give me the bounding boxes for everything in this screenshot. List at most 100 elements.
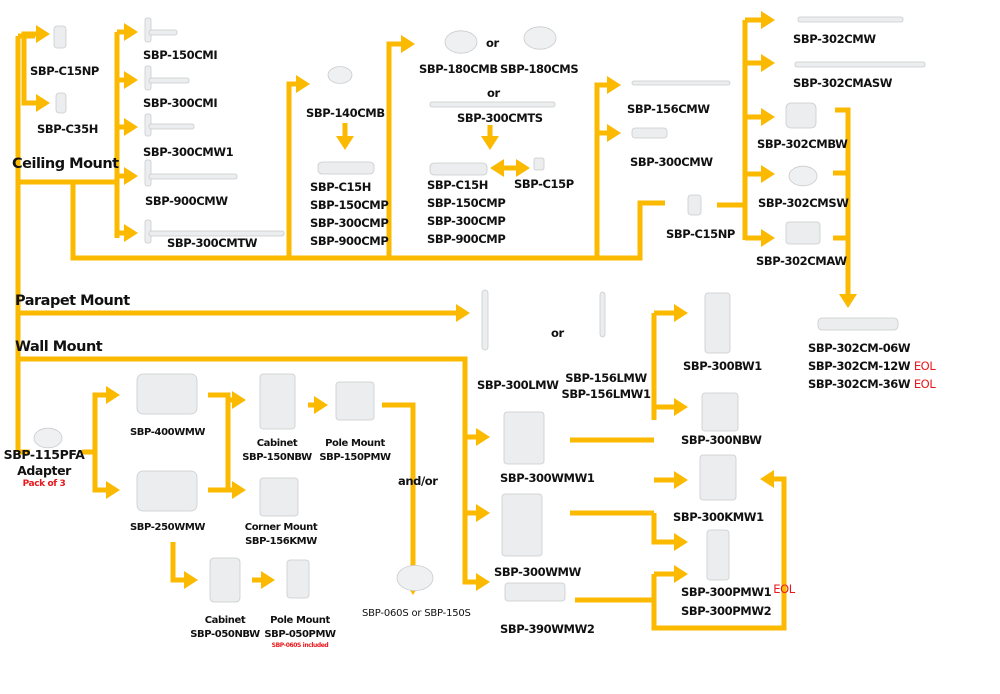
arrowhead-icon (674, 304, 688, 322)
label-sbp-302cmw: SBP-302CMW (793, 32, 876, 46)
product-pipe-icon (148, 173, 238, 180)
section-wall-mount: Wall Mount (15, 339, 103, 355)
label-sbp-390wmw2: SBP-390WMW2 (500, 622, 595, 636)
label-sbp-156lmw: SBP-156LMW (565, 371, 647, 385)
arrowhead-icon (761, 108, 775, 126)
label-sbp-300kmw1: SBP-300KMW1 (673, 510, 764, 524)
label-sbp-300lmw: SBP-300LMW (477, 378, 559, 392)
arrowhead-icon (516, 159, 530, 177)
arrowhead-icon (760, 470, 774, 488)
arrowhead-icon (106, 386, 120, 404)
label-sbp-300cmw1: SBP-300CMW1 (143, 145, 234, 159)
label-sbp-300cmts: SBP-300CMTS (457, 111, 543, 125)
product-sbp-156kmw-icon (259, 477, 299, 517)
product-sbp-300wmw1-icon (503, 411, 545, 465)
product-sbp-150nbw-icon (259, 373, 296, 430)
label-sbp-302cmaw: SBP-302CMAW (756, 254, 847, 268)
product-sbp-300pmw-icon (706, 529, 730, 581)
arrowhead-icon (261, 571, 275, 589)
arrowhead-icon (124, 71, 138, 89)
product-sbp-180cmb-icon (444, 30, 478, 54)
product-sbp-300cmts-icon (429, 101, 556, 108)
arrowhead-icon (607, 124, 621, 142)
product-sbp-c15np-icon (53, 25, 67, 49)
label-sbp-180cmb: SBP-180CMB (419, 62, 498, 76)
arrowhead-icon (456, 304, 470, 322)
label-sbp-400wmw: SBP-400WMW (130, 427, 206, 438)
label-sbp-300cmw: SBP-300CMW (630, 155, 713, 169)
product-sbp-150pmw-icon (335, 381, 375, 421)
arrowhead-icon (36, 25, 50, 43)
label-sbp-150cmp: SBP-150CMP (427, 196, 506, 210)
label-sbp-c15np-2: SBP-C15NP (666, 227, 735, 241)
to-cabinet2 (170, 542, 188, 583)
arrowhead-icon (839, 294, 857, 308)
label-sbp-300pmw2: SBP-300PMW2 (681, 604, 772, 618)
product-sbp-180cms-icon (523, 26, 557, 50)
label-sbp-140cmb: SBP-140CMB (306, 106, 385, 120)
product-sbp-c35h-icon (55, 92, 67, 114)
product-sbp-300cmw-icon (631, 127, 668, 139)
label-sbp-156cmw: SBP-156CMW (627, 102, 710, 116)
pipe-list-branch3: SBP-C15H SBP-150CMP SBP-300CMP SBP-900CM… (427, 176, 506, 248)
label-sbp-156kmw: SBP-156KMW (245, 536, 317, 547)
product-sbp-300kmw1-icon (699, 454, 737, 501)
label-sbp-302cmbw: SBP-302CMBW (757, 137, 848, 151)
label-straps: SBP-060S or SBP-150S (362, 608, 471, 619)
label-sbp-150cmi: SBP-150CMI (143, 48, 218, 62)
pack-note: Pack of 3 (22, 479, 66, 489)
product-sbp-302cmaw-icon (785, 221, 821, 245)
to-180cmb (386, 41, 405, 258)
to-156cmw (594, 82, 611, 258)
label-adapter: Adapter (17, 463, 71, 478)
and-or-label: and/or (398, 474, 438, 488)
product-sbp-300nbw-icon (701, 392, 739, 432)
product-sbp-300bw1-icon (704, 292, 731, 354)
parapet-option-b: SBP-156LMW SBP-156LMW1 (561, 370, 651, 402)
arrowhead-icon (184, 571, 198, 589)
pole-title: Pole Mount (270, 615, 330, 626)
arrowhead-icon (232, 481, 246, 499)
label-sbp-300cmp: SBP-300CMP (310, 216, 389, 230)
label-sbp-300bw1: SBP-300BW1 (683, 359, 762, 373)
arrowhead-icon (607, 76, 621, 94)
label-sbp-300wmw1: SBP-300WMW1 (500, 471, 595, 485)
arrowhead-icon (124, 167, 138, 185)
product-sbp-300wmw-icon (501, 493, 543, 557)
arrowhead-icon (490, 159, 504, 177)
product-sbp-300lmw-icon (481, 289, 489, 351)
product-pipe-icon (148, 230, 285, 237)
or-label-parapet: or (551, 326, 564, 340)
product-sbp-302cmasw-icon (794, 61, 926, 68)
arrowhead-icon (124, 23, 138, 41)
arrowhead-icon (476, 428, 490, 446)
label-sbp-302cmasw: SBP-302CMASW (793, 76, 893, 90)
product-sbp-156cmw-icon (631, 80, 731, 86)
arrowhead-icon (481, 136, 499, 150)
arrowhead-icon (761, 54, 775, 72)
or-label-2: or (487, 86, 500, 100)
product-sbp-115pfa-icon (33, 427, 63, 449)
label-sbp-900cmp: SBP-900CMP (427, 232, 506, 246)
pole-sbp-150pmw: Pole Mount SBP-150PMW (319, 437, 391, 465)
corner-sbp-156kmw: Corner Mount SBP-156KMW (245, 521, 318, 549)
label-sbp-050nbw: SBP-050NBW (190, 629, 260, 640)
product-sbp-400wmw-icon (136, 373, 198, 415)
loop-to-kmw1 (651, 476, 787, 631)
cabinet-title: Cabinet (204, 615, 246, 626)
product-sbp-302cmw-icon (797, 16, 904, 23)
arrowhead-icon (761, 165, 775, 183)
arrowhead-icon (476, 573, 490, 591)
pole-title: Pole Mount (325, 438, 385, 449)
label-sbp-300wmw: SBP-300WMW (494, 565, 581, 579)
arrowhead-icon (124, 118, 138, 136)
label-sbp-150pmw: SBP-150PMW (319, 452, 391, 463)
adapter-sbp-115pfa: SBP-115PFA Adapter Pack of 3 (4, 447, 85, 490)
pipe-list-branch2: SBP-C15H SBP-150CMP SBP-300CMP SBP-900CM… (310, 178, 389, 250)
corner-title: Corner Mount (244, 522, 318, 533)
label-sbp-302cm-36w: SBP-302CM-36W EOL (808, 377, 936, 391)
label-sbp-302cmsw: SBP-302CMSW (758, 196, 849, 210)
product-pipe-icon (148, 29, 178, 36)
